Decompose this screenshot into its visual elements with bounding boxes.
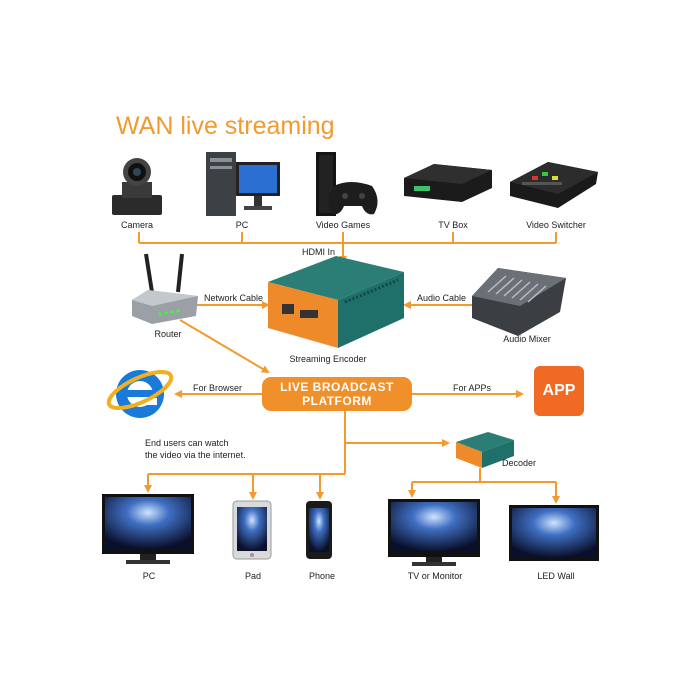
streaming-encoder-icon	[268, 256, 404, 348]
streaming-encoder-label: Streaming Encoder	[289, 354, 367, 364]
output-phone-label: Phone	[308, 571, 336, 581]
hdmi-in-label: HDMI In	[302, 247, 336, 257]
led-wall-icon	[509, 505, 599, 561]
video-games-label: Video Games	[315, 220, 371, 230]
platform-line1: LIVE BROADCAST	[280, 380, 394, 394]
end-users-note: End users can watch the video via the in…	[145, 437, 285, 461]
video-switcher-icon	[510, 162, 598, 208]
live-broadcast-platform: LIVE BROADCAST PLATFORM	[262, 377, 412, 411]
video-games-icon	[316, 152, 378, 216]
camera-icon	[112, 158, 162, 215]
end-users-note-line1: End users can watch	[145, 438, 229, 448]
output-led-wall-label: LED Wall	[537, 571, 575, 581]
end-users-note-line2: the video via the internet.	[145, 450, 246, 460]
tv-monitor-icon	[388, 499, 480, 566]
router-label: Router	[154, 329, 182, 339]
pad-icon	[232, 500, 272, 560]
output-tv-monitor-label: TV or Monitor	[407, 571, 463, 581]
video-switcher-label: Video Switcher	[526, 220, 586, 230]
diagram-title: WAN live streaming	[116, 112, 335, 140]
app-badge-label: APP	[542, 382, 576, 399]
internet-explorer-icon	[106, 369, 174, 418]
audio-mixer-icon	[472, 268, 566, 336]
output-pad-label: Pad	[244, 571, 262, 581]
pc-display-icon	[102, 494, 194, 564]
camera-label: Camera	[120, 220, 154, 230]
output-pc-label: PC	[142, 571, 156, 581]
for-browser-label: For Browser	[193, 383, 243, 393]
decoder-label: Decoder	[502, 458, 537, 468]
for-apps-label: For APPs	[453, 383, 492, 393]
app-icon: APP	[534, 366, 584, 416]
connector-lines	[138, 232, 560, 504]
tv-box-label: TV Box	[438, 220, 468, 230]
audio-cable-label: Audio Cable	[417, 293, 467, 303]
pc-source-label: PC	[235, 220, 249, 230]
pc-icon	[206, 152, 280, 216]
phone-icon	[306, 501, 332, 559]
decoder-icon	[456, 432, 514, 468]
router-icon	[132, 253, 198, 324]
tv-box-icon	[404, 164, 492, 202]
platform-line2: PLATFORM	[302, 394, 372, 408]
audio-mixer-label: Audio Mixer	[503, 334, 551, 344]
network-cable-label: Network Cable	[204, 293, 264, 303]
